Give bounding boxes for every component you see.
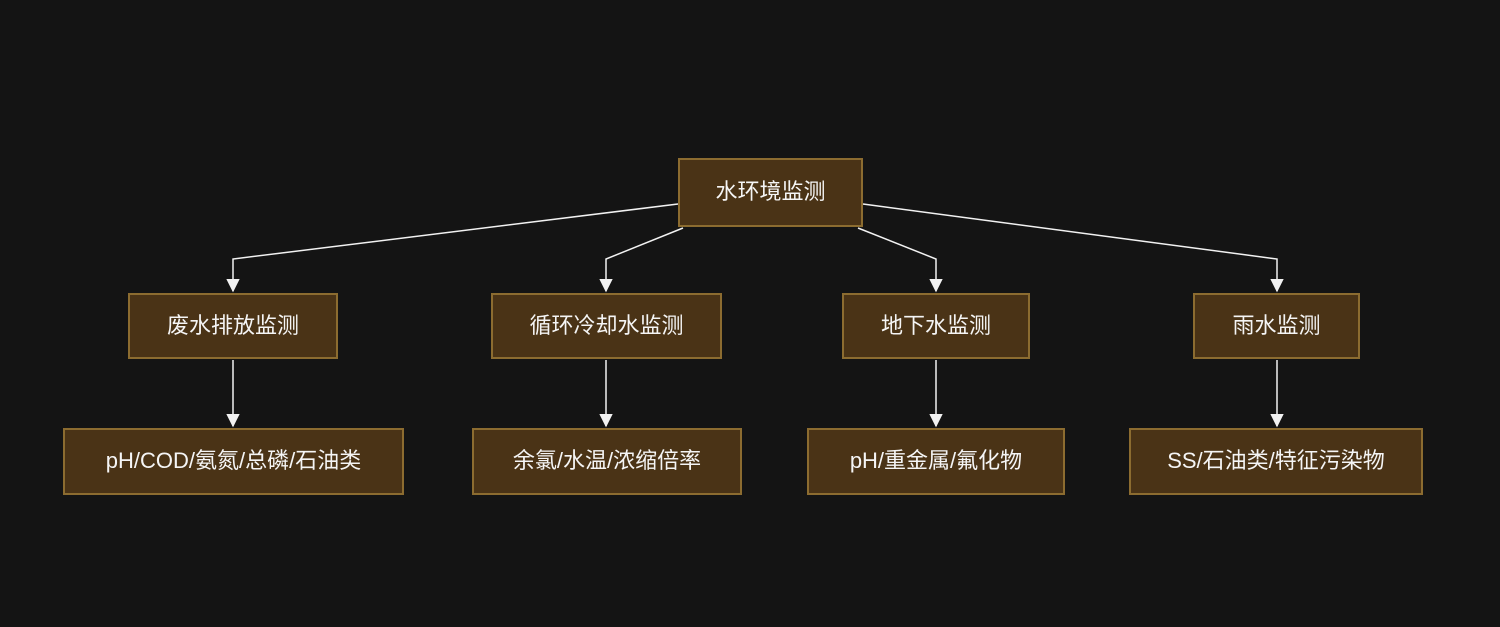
connector-root-to-branch-0 [226,203,679,293]
leaf-node-wastewater-parameters: pH/COD/氨氮/总磷/石油类 [63,428,404,495]
connector-root-to-branch-1 [599,227,684,293]
root-node-water-environment-monitoring: 水环境监测 [678,158,863,227]
branch-node-groundwater-monitoring: 地下水监测 [842,293,1030,359]
connector-root-to-branch-2 [857,227,943,293]
branch-node-wastewater-discharge-monitoring: 废水排放监测 [128,293,338,359]
leaf-node-rainwater-parameters: SS/石油类/特征污染物 [1129,428,1423,495]
leaf-node-cooling-water-parameters: 余氯/水温/浓缩倍率 [472,428,742,495]
branch-node-circulating-cooling-water-monitoring: 循环冷却水监测 [491,293,722,359]
branch-node-rainwater-monitoring: 雨水监测 [1193,293,1360,359]
connector-root-to-branch-3 [862,203,1284,293]
leaf-node-groundwater-parameters: pH/重金属/氟化物 [807,428,1065,495]
